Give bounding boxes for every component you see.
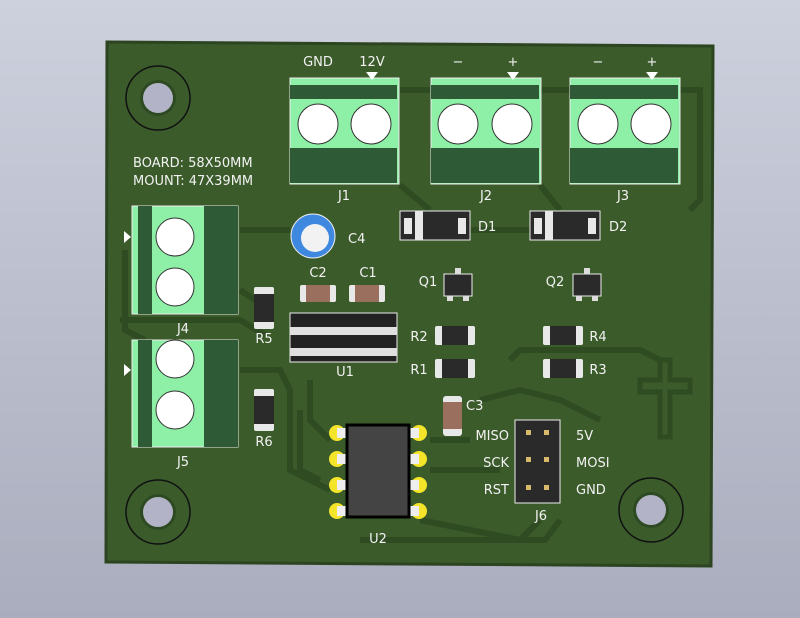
regulator-u1: [289, 312, 398, 363]
j3-ref: J3: [616, 189, 629, 204]
cross-marking: [637, 357, 693, 440]
resistor-r5: [254, 287, 274, 329]
c2-ref: C2: [309, 266, 326, 281]
pcb-board: [104, 40, 715, 568]
diode-d1: [399, 210, 471, 241]
u1-ref: U1: [336, 365, 354, 380]
terminal-j3: [569, 72, 681, 185]
resistor-r1: [435, 359, 475, 378]
terminal-j4: [124, 205, 239, 315]
j6-label-mosi: MOSI: [576, 456, 610, 471]
j1-pin2-label: 12V: [359, 55, 385, 70]
mounting-hole: [618, 477, 684, 543]
capacitor-c4: [290, 213, 336, 259]
resistor-r3: [543, 359, 583, 378]
r4-ref: R4: [589, 330, 606, 345]
terminal-j5: [124, 339, 239, 448]
header-j6: [514, 419, 561, 504]
d1-ref: D1: [478, 220, 496, 235]
j6-label-5v: 5V: [576, 429, 593, 444]
capacitor-c2: [300, 285, 336, 302]
board-size-text: BOARD: 58X50MM: [133, 156, 253, 171]
c3-ref: C3: [466, 399, 483, 414]
u2-ref: U2: [369, 532, 387, 547]
transistor-q2: [572, 268, 602, 301]
d2-ref: D2: [609, 220, 627, 235]
r6-ref: R6: [255, 435, 272, 450]
j5-ref: J5: [176, 455, 189, 470]
diode-d2: [529, 210, 601, 241]
ic-u2: [329, 423, 427, 519]
terminal-j2: [430, 72, 542, 185]
j4-ref: J4: [176, 322, 189, 337]
r2-ref: R2: [410, 330, 427, 345]
capacitor-c3: [443, 396, 462, 436]
j6-label-sck: SCK: [483, 456, 509, 471]
terminal-j1: [289, 72, 400, 185]
q1-ref: Q1: [419, 275, 438, 290]
r5-ref: R5: [255, 332, 272, 347]
r3-ref: R3: [589, 363, 606, 378]
r1-ref: R1: [410, 363, 427, 378]
c4-ref: C4: [348, 232, 365, 247]
q2-ref: Q2: [546, 275, 565, 290]
mounting-hole: [125, 65, 191, 131]
j6-ref: J6: [534, 509, 547, 524]
j6-label-rst: RST: [484, 483, 509, 498]
j2-ref: J2: [479, 189, 492, 204]
j2-pin2-label: +: [508, 55, 519, 70]
resistor-r2: [435, 326, 475, 345]
copper-traces: [120, 87, 703, 544]
j3-pin1-label: −: [593, 55, 604, 70]
j2-pin1-label: −: [453, 55, 464, 70]
resistor-r6: [254, 389, 274, 431]
j3-pin2-label: +: [647, 55, 658, 70]
j1-ref: J1: [337, 189, 350, 204]
j1-pin1-label: GND: [303, 55, 333, 70]
transistor-q1: [443, 268, 473, 301]
j6-label-miso: MISO: [475, 429, 509, 444]
mount-size-text: MOUNT: 47X39MM: [133, 174, 253, 189]
mounting-hole: [125, 479, 191, 545]
resistor-r4: [543, 326, 583, 345]
j6-label-gnd: GND: [576, 483, 606, 498]
capacitor-c1: [349, 285, 385, 302]
c1-ref: C1: [359, 266, 376, 281]
